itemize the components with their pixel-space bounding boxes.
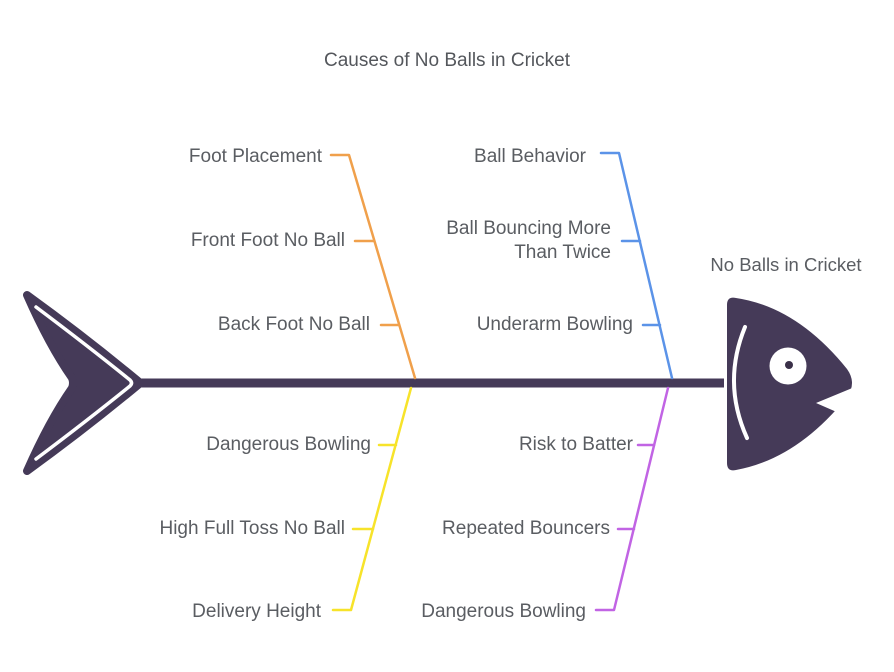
cause-label-back-foot-no-ball: Back Foot No Ball <box>217 314 370 335</box>
gill-stripe <box>732 325 749 440</box>
cause-label-front-foot-no-ball: Front Foot No Ball <box>190 230 345 251</box>
category-label-dangerous-bowling-right: Dangerous Bowling <box>421 601 586 622</box>
branch-top-right-line <box>599 151 674 380</box>
fish-tail-outline <box>23 291 143 475</box>
cause-label-ball-bouncing: Ball Bouncing More Than Twice <box>446 218 611 263</box>
branch-bottom-right-line <box>594 386 670 612</box>
fish-tail-icon <box>23 291 143 475</box>
category-label-foot-placement: Foot Placement <box>188 146 322 167</box>
branch-bottom-left-line <box>331 386 413 612</box>
category-label-delivery-height: Delivery Height <box>192 601 321 622</box>
page-title: Causes of No Balls in Cricket <box>323 50 571 71</box>
cause-label-high-full-toss: High Full Toss No Ball <box>159 518 345 539</box>
fish-tail-shape <box>27 295 139 471</box>
mouth-notch <box>816 384 862 420</box>
effect-label: No Balls in Cricket <box>710 254 862 275</box>
fish-eye-pupil <box>785 361 793 369</box>
fish-head-icon <box>727 297 862 471</box>
cause-label-repeated-bouncers: Repeated Bouncers <box>442 518 610 539</box>
category-label-ball-behavior: Ball Behavior <box>474 146 586 167</box>
cause-label-dangerous-bowling-left: Dangerous Bowling <box>206 434 371 455</box>
branch-top-left-line <box>329 153 417 380</box>
cause-label-risk-to-batter: Risk to Batter <box>518 434 633 455</box>
branch-lines <box>329 151 674 612</box>
cause-label-underarm-bowling: Underarm Bowling <box>476 314 633 335</box>
tail-stripe <box>34 305 134 461</box>
